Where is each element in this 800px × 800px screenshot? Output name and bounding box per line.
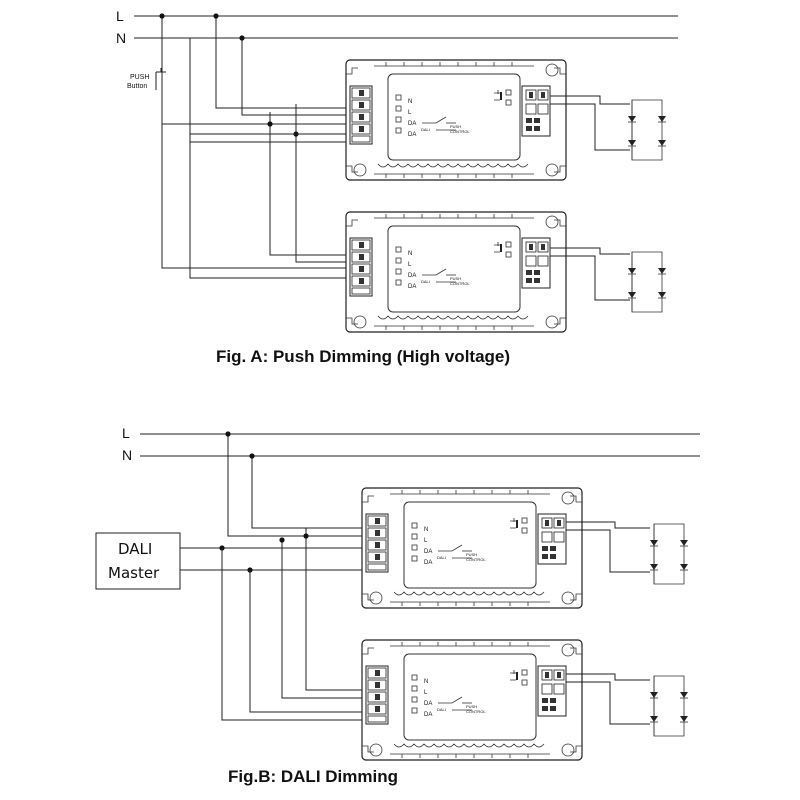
line-l-label: L bbox=[116, 8, 124, 24]
pin-da: DA bbox=[408, 284, 416, 290]
pin-l: L bbox=[408, 110, 412, 116]
push-label: PUSH bbox=[450, 276, 461, 281]
pin-n: N bbox=[408, 251, 412, 257]
dali-label: DALI bbox=[437, 555, 446, 560]
pin-da: DA bbox=[424, 701, 432, 707]
control-label: CONTROL bbox=[450, 281, 470, 286]
pin-da: DA bbox=[408, 132, 416, 138]
driver-b2 bbox=[361, 639, 583, 761]
figure-a: L N PUSH Button N L DA DA bbox=[116, 8, 678, 366]
pin-n: N bbox=[424, 679, 428, 685]
led-string-icon bbox=[627, 251, 667, 313]
led-string-icon bbox=[649, 523, 689, 585]
pin-n: N bbox=[424, 527, 428, 533]
control-label: CONTROL bbox=[466, 709, 486, 714]
control-label: CONTROL bbox=[450, 129, 470, 134]
dali-master-label-2: Master bbox=[108, 564, 160, 582]
pin-l: L bbox=[408, 262, 412, 268]
line-n-label: N bbox=[122, 447, 132, 463]
dali-label: DALI bbox=[421, 279, 430, 284]
pin-l: L bbox=[424, 538, 428, 544]
push-button-icon bbox=[155, 50, 166, 124]
pin-da: DA bbox=[408, 273, 416, 279]
push-label: PUSH bbox=[450, 124, 461, 129]
dali-master-label: DALI bbox=[118, 540, 152, 558]
driver-a1 bbox=[345, 59, 567, 181]
control-label: CONTROL bbox=[466, 557, 486, 562]
push-label: PUSH bbox=[466, 552, 477, 557]
pin-n: N bbox=[408, 99, 412, 105]
dali-master-box bbox=[95, 532, 181, 590]
led-string-icon bbox=[649, 675, 689, 737]
driver-a2 bbox=[345, 211, 567, 333]
pin-da: DA bbox=[408, 121, 416, 127]
pin-da: DA bbox=[424, 549, 432, 555]
figure-b: L N DALI Master N L DA DA DALI PUSH bbox=[95, 425, 700, 786]
led-string-icon bbox=[627, 99, 667, 161]
dali-label: DALI bbox=[421, 127, 430, 132]
push-label: PUSH bbox=[466, 704, 477, 709]
push-button-label: PUSH bbox=[130, 74, 149, 81]
pin-da: DA bbox=[424, 560, 432, 566]
driver-b1 bbox=[361, 487, 583, 609]
pin-da: DA bbox=[424, 712, 432, 718]
pin-l: L bbox=[424, 690, 428, 696]
line-n-label: N bbox=[116, 30, 126, 46]
figure-a-caption: Fig. A: Push Dimming (High voltage) bbox=[216, 347, 510, 366]
figure-b-caption: Fig.B: DALI Dimming bbox=[228, 767, 398, 786]
line-l-label: L bbox=[122, 425, 130, 441]
dali-label: DALI bbox=[437, 707, 446, 712]
push-button-label-2: Button bbox=[127, 83, 147, 90]
